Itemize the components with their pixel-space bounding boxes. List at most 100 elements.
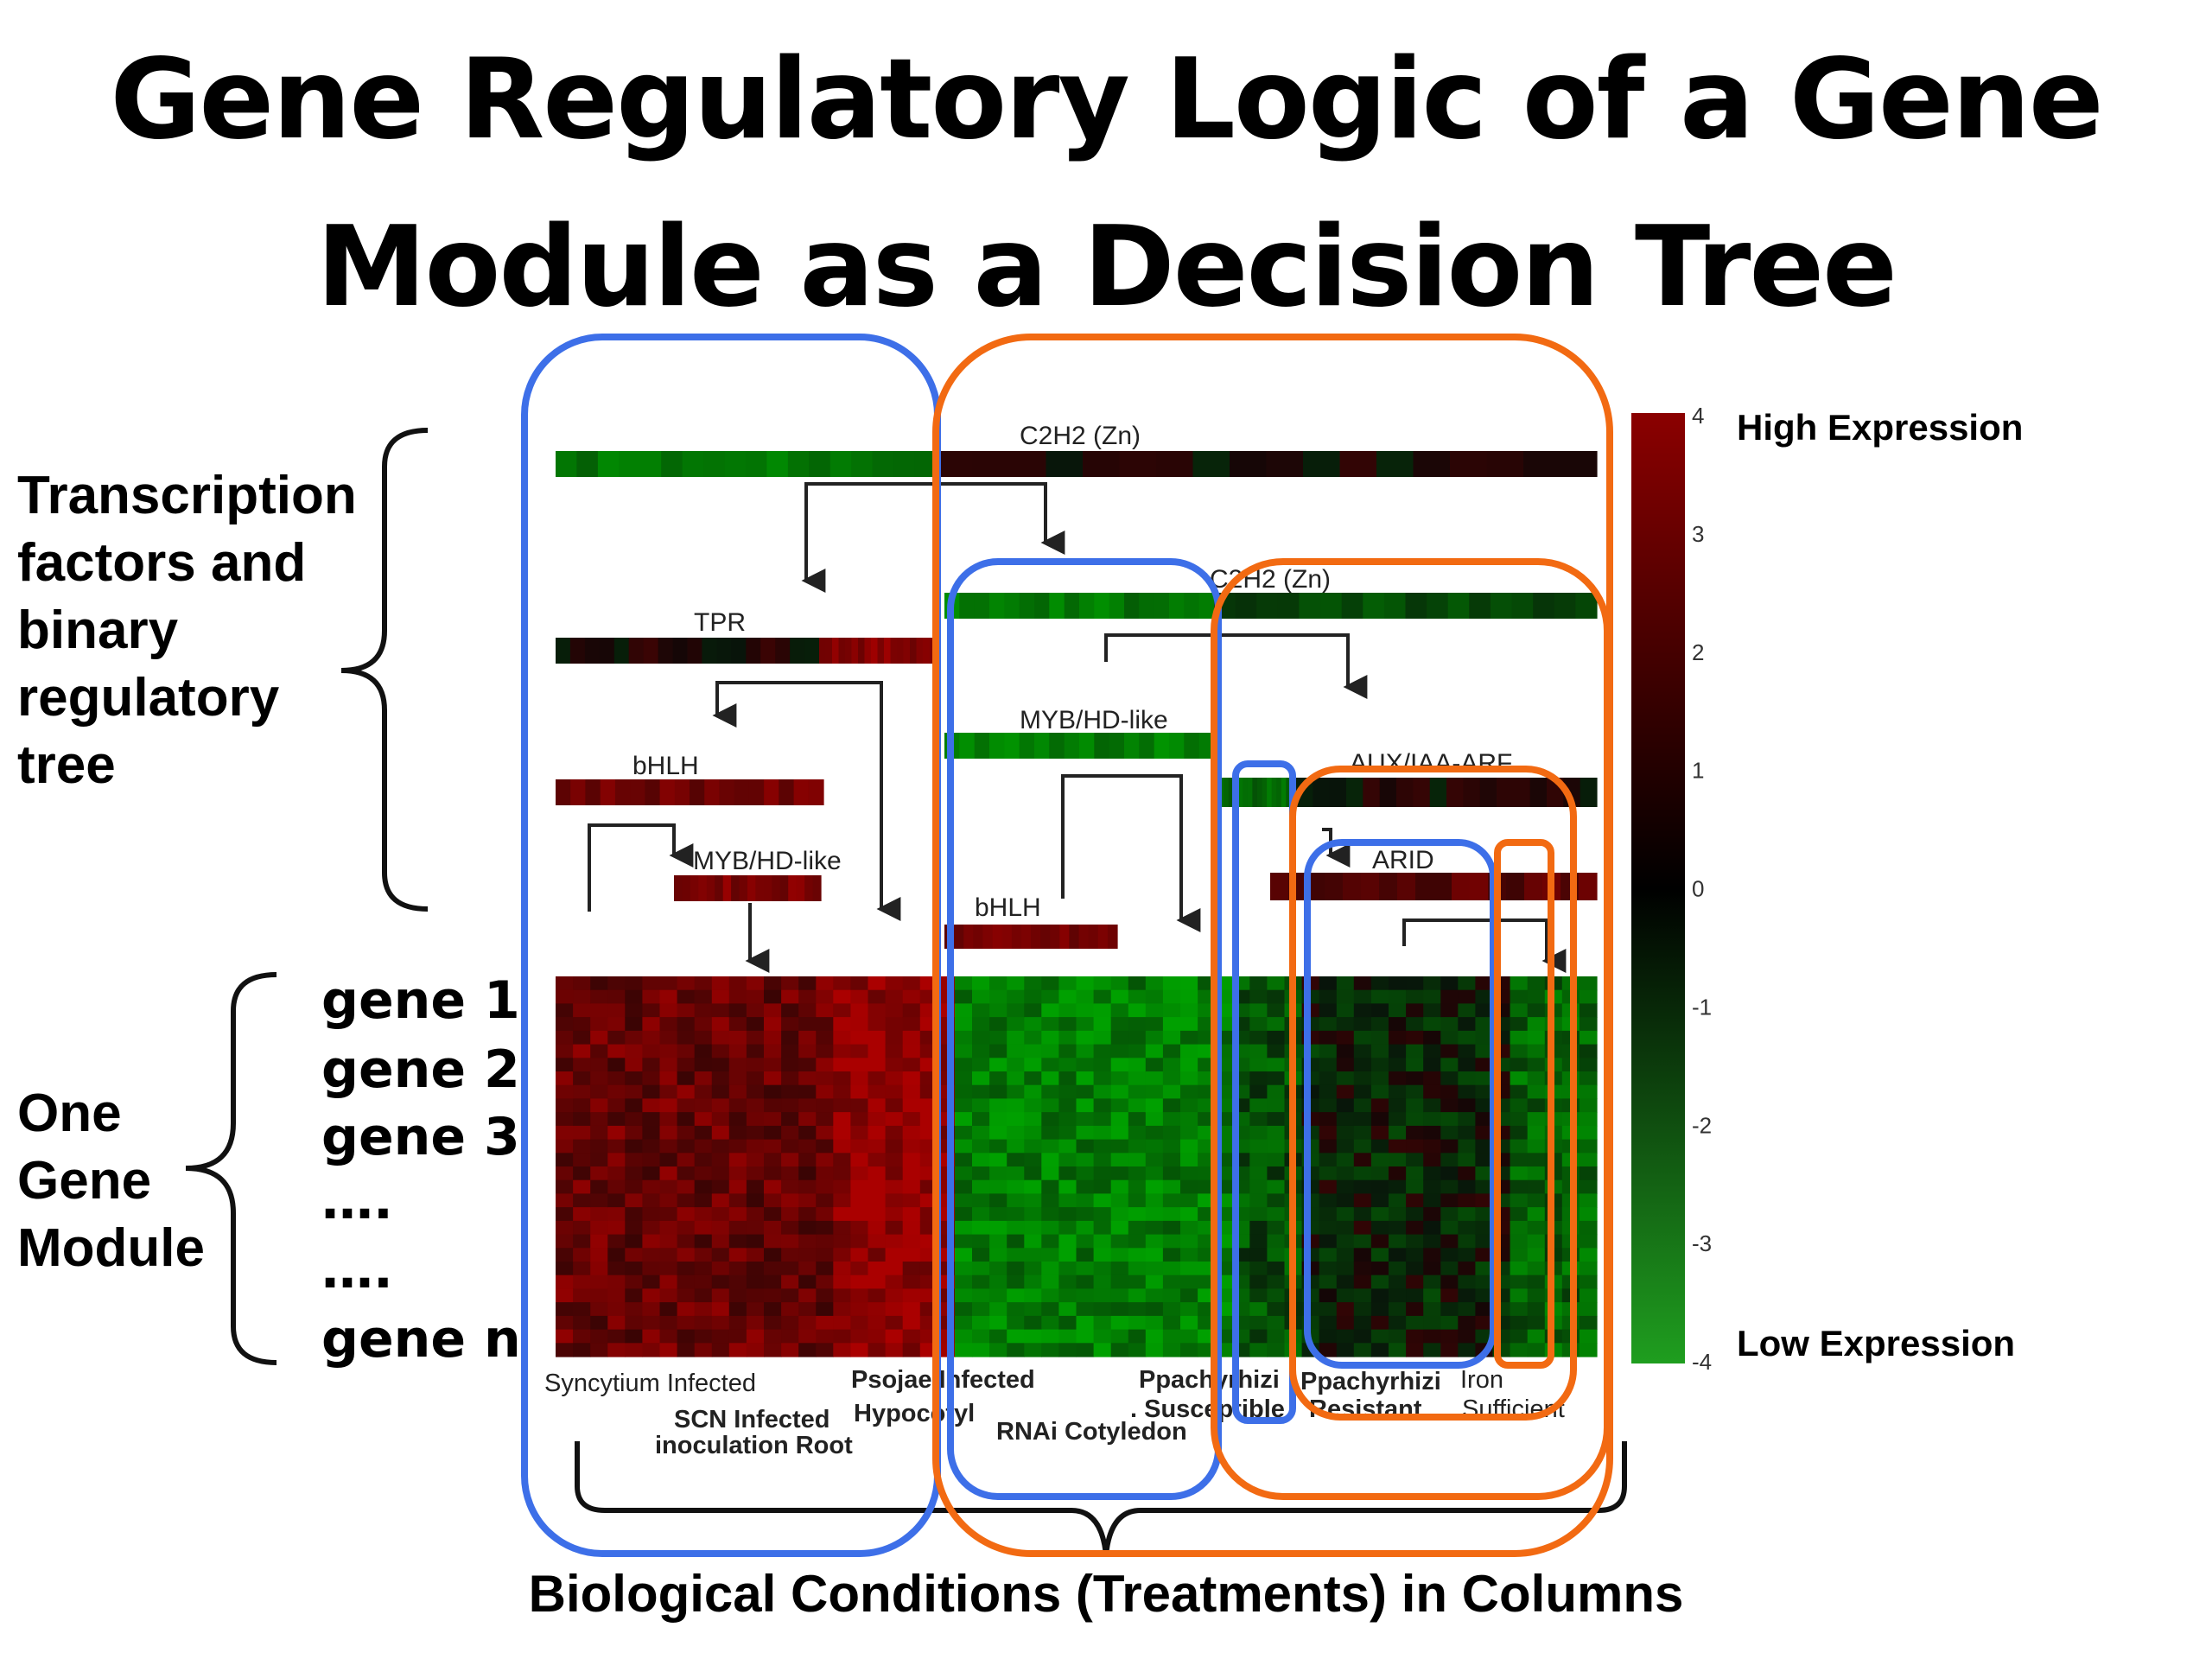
heatmap-cell [885,1343,904,1357]
cond-ppach-susc-1: Ppachyrhizi [1139,1366,1280,1394]
heatmap-cell [711,1153,730,1167]
regulator-bar-segment [706,875,715,901]
regulator-bar-segment [1524,873,1543,900]
heatmap-cell [1267,1017,1286,1032]
heatmap-cell [1475,1017,1494,1032]
heatmap-cell [1370,1220,1389,1236]
heatmap-cell [1336,1234,1355,1249]
heatmap-cell [1128,1234,1147,1249]
heatmap-cell [625,1329,643,1344]
heatmap-cell [781,1343,799,1357]
heatmap-cell [642,1329,661,1344]
regulator-bar-segment [959,733,976,759]
heatmap-cell [659,1084,678,1099]
heatmap-cell [590,976,608,991]
heatmap-cell [607,989,626,1004]
heatmap-cell [1527,1044,1546,1058]
heatmap-cell [781,1084,799,1099]
regulator-bar-segment [973,925,983,949]
heatmap-cell [711,1207,730,1222]
heatmap-cell [833,1274,851,1289]
heatmap-cell [1370,1125,1389,1141]
heatmap-cell [1024,1248,1042,1262]
heatmap-cell [694,1248,713,1262]
heatmap-cell [1336,1248,1355,1262]
heatmap-cell [1440,976,1459,991]
color-scale-tick-label: -2 [1692,1112,1712,1138]
heatmap-cell [816,1248,834,1262]
heatmap-cell [694,1003,713,1018]
heatmap-cell [1440,1343,1459,1357]
heatmap-cell [1076,1166,1095,1181]
heatmap-cell [1527,1248,1546,1262]
heatmap-cell [1110,1030,1129,1046]
heatmap-cell [1389,1125,1407,1141]
heatmap-cell [1162,989,1181,1004]
regulator-bar-segment [1237,778,1243,807]
heatmap-cell [1527,1098,1546,1113]
heatmap-cell [711,1329,730,1344]
regulator-bar-segment [1243,778,1249,807]
regulator-bar-segment [936,451,974,477]
heatmap-cell [781,1125,799,1141]
heatmap-cell [764,1003,782,1018]
heatmap-cell [868,1112,887,1127]
heatmap-cell [607,1030,626,1046]
heatmap-cell [1110,1274,1129,1289]
regulator-bar-segment [884,638,892,664]
heatmap-cell [1353,1125,1372,1141]
heatmap-cell [1007,1193,1025,1208]
heatmap-cell [1389,1207,1407,1222]
heatmap-cell [868,1329,887,1344]
heatmap-cell [868,1288,887,1303]
heatmap-cell [1024,1315,1042,1331]
regulator-bar-segment [1004,733,1020,759]
heatmap-cell [868,1153,887,1167]
heatmap-cell [573,1166,591,1181]
heatmap-cell [1249,1166,1268,1181]
heatmap-cell [885,1274,904,1289]
heatmap-cell [1093,1248,1112,1262]
heatmap-cell [972,989,990,1004]
regulator-bar-segment [1097,925,1109,949]
heatmap-cell [902,1139,921,1154]
heatmap-cell [868,1030,887,1046]
regulator-bar-segment [731,638,747,664]
heatmap-cell [677,1288,696,1303]
heatmap-cell [1110,1193,1129,1208]
heatmap-cell [833,1234,851,1249]
heatmap-cell [1423,1125,1441,1141]
heatmap-cell [573,1234,591,1249]
heatmap-cell [989,1153,1007,1167]
heatmap-cell [1336,1288,1355,1303]
heatmap-cell [989,1125,1007,1141]
regulator-bar-segment [1511,593,1534,619]
heatmap-cell [694,1262,713,1276]
heatmap-cell [1076,1329,1095,1344]
heatmap-cell [573,1017,591,1032]
heatmap-cell [711,989,730,1004]
heatmap-cell [642,1274,661,1289]
heatmap-cell [573,1302,591,1317]
heatmap-cell [1527,1302,1546,1317]
heatmap-cell [972,1274,990,1289]
heatmap-cell [556,1071,574,1086]
heatmap-cell [556,1166,574,1181]
heatmap-cell [1128,1166,1147,1181]
heatmap-cell [954,1248,973,1262]
heatmap-cell [659,1071,678,1086]
heatmap-cell [677,1248,696,1262]
regulator-bar-segment [1107,925,1118,949]
regulator-bar-segment [760,638,776,664]
heatmap-cell [954,1153,973,1167]
heatmap-cell [1076,1274,1095,1289]
heatmap-cell [972,1098,990,1113]
heatmap-cell [902,1098,921,1113]
regulator-bar-segment [585,779,601,805]
heatmap-cell [1319,1112,1338,1127]
heatmap-cell [1510,1329,1529,1344]
heatmap-cell [798,1139,817,1154]
heatmap-cell [1579,1139,1598,1154]
regulator-bar-segment [793,779,810,805]
heatmap-cell [1336,1125,1355,1141]
